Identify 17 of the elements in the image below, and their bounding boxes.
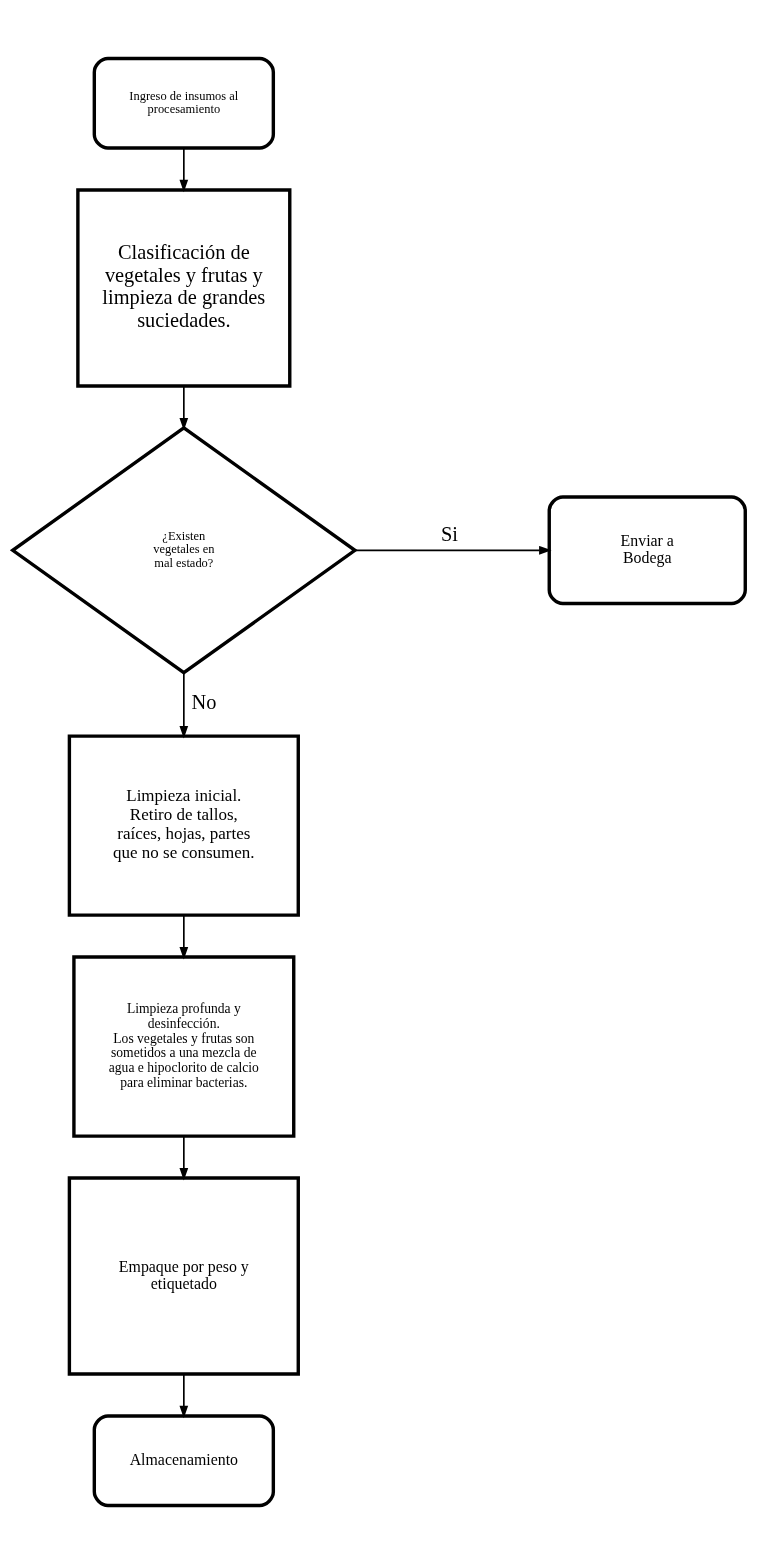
node-diamond: ¿Existen vegetales en mal estado?: [9, 425, 358, 675]
arrow: [179, 671, 189, 739]
edge-label: Si: [441, 522, 459, 545]
edge-label: No: [191, 691, 217, 714]
arrow: [179, 1135, 189, 1181]
arrow: [354, 545, 552, 555]
node-box: Almacenamiento: [92, 1414, 276, 1508]
arrow: [179, 914, 189, 960]
arrow: [179, 385, 189, 431]
node-box: Empaque por peso y etiquetado: [67, 1176, 300, 1376]
node-box: Limpieza profunda y desinfección. Los vegetales y frutas son sometidos a una mezcla de agua e hipoclorito de calcio para eliminar bacterias.: [72, 955, 296, 1138]
node-box: Clasificación de vegetales y frutas y limpieza de grandes suciedades.: [76, 188, 292, 388]
arrow: [179, 147, 189, 193]
node-box: Enviar a Bodega: [547, 495, 747, 606]
node-box: Ingreso de insumos al procesamiento: [92, 56, 276, 150]
node-box: Limpieza inicial. Retiro de tallos, raíces, hojas, partes que no se consumen.: [67, 734, 300, 917]
arrow: [179, 1373, 189, 1419]
